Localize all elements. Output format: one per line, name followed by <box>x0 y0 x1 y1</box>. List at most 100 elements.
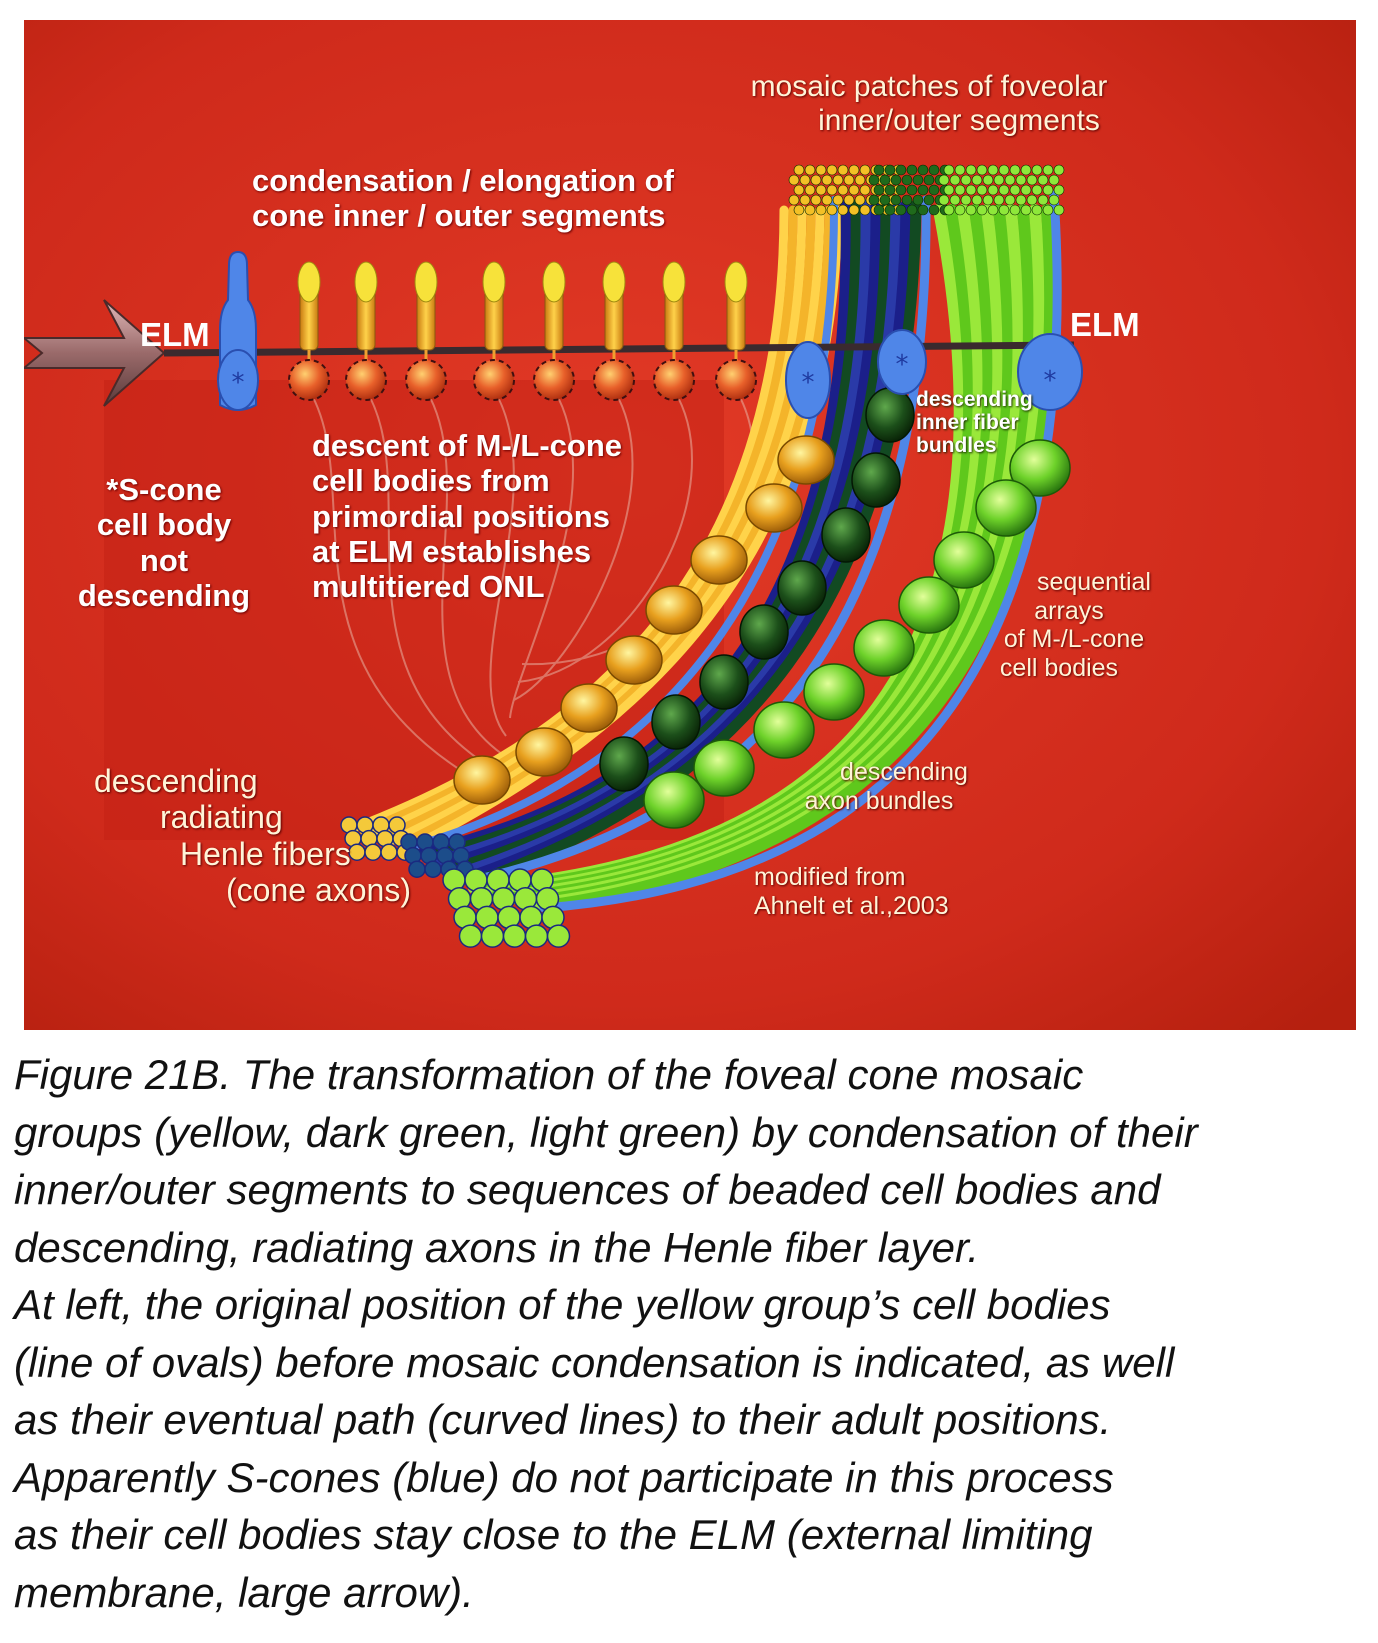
axon-end <box>458 924 483 948</box>
s-cones: **** <box>217 250 1083 419</box>
mosaic-segment-dot <box>971 174 983 186</box>
mosaic-segment-dot <box>848 184 860 196</box>
label-line: bundles <box>916 434 997 458</box>
mosaic-segment-dot <box>1053 184 1065 196</box>
mosaic-segment-dot <box>906 204 918 216</box>
light-green-cell-body <box>1009 439 1071 497</box>
cone-row <box>288 261 757 401</box>
mosaic-segment-dot <box>965 184 977 196</box>
diagram-artwork: **** <box>24 20 1356 1030</box>
cone-outer-segment <box>297 261 321 303</box>
mosaic-segment-dot <box>928 164 940 176</box>
mosaic-segment-dot <box>832 194 844 206</box>
dark-green-cell-body <box>865 387 915 443</box>
mosaic-segment-dot <box>815 204 827 216</box>
figure-caption: Figure 21B. The transformation of the fo… <box>14 1046 1368 1621</box>
mosaic-segment-dot <box>821 174 833 186</box>
dark-green-fiber <box>450 199 892 874</box>
mosaic-segment-dot <box>1053 204 1065 216</box>
mosaic-segment-dot <box>965 164 977 176</box>
s-cone-cell-body <box>217 349 259 411</box>
label-line: inner/outer segments <box>818 104 1100 138</box>
label-line: mosaic patches of foveolar <box>750 70 1108 103</box>
cone-cell-body-original <box>653 359 695 401</box>
cone-cell-body-original <box>715 359 757 401</box>
light-green-cell-body <box>898 576 960 634</box>
label-descent: descent of M-/L-cone cell bodies from pr… <box>312 428 672 605</box>
mosaic-segment-dot <box>793 204 805 216</box>
mosaic-segment-dot <box>804 164 816 176</box>
cone-cell-body-original <box>593 359 635 401</box>
caption-line: as their eventual path (curved lines) to… <box>14 1396 1112 1443</box>
yellow-cell-body <box>453 755 511 805</box>
caption-line: Figure 21B. The transformation of the fo… <box>14 1051 1084 1098</box>
s-cone-asterisk: * <box>896 350 909 380</box>
mosaic-segment-dot <box>1020 204 1032 216</box>
label-mosaic-patches: mosaic patches of foveolar inner/outer s… <box>704 70 1154 138</box>
mosaic-segment-dot <box>928 184 940 196</box>
label-line: descending <box>94 763 258 799</box>
mosaic-segment-dot <box>879 174 891 186</box>
label-line: cell bodies <box>999 653 1119 682</box>
mosaic-segment-dot <box>987 204 999 216</box>
cone-cell-body-original <box>405 359 447 401</box>
mosaic-segment-dot <box>938 194 950 206</box>
s-cone-cell-body <box>877 329 927 395</box>
yellow-cell-body <box>560 683 618 733</box>
label-line: arrays <box>1034 596 1104 625</box>
dark-green-cell-body <box>777 560 827 616</box>
mosaic-segment-dot <box>793 164 805 176</box>
cone-outer-segment <box>662 261 686 303</box>
yellow-cell-body <box>645 585 703 635</box>
caption-line: descending, radiating axons in the Henle… <box>14 1223 980 1271</box>
mosaic-segment-dot <box>890 194 902 206</box>
mosaic-segment-dot <box>895 184 907 196</box>
light-green-cell-body <box>753 701 815 759</box>
mosaic-segment-dot <box>906 164 918 176</box>
label-elm-left: ELM <box>140 316 210 353</box>
mosaic-segment-dot <box>949 174 961 186</box>
label-line: axon bundles <box>804 786 954 815</box>
mosaic-segment-dot <box>1020 184 1032 196</box>
cone-outer-segment <box>414 261 438 303</box>
dark-green-cell-body <box>851 452 901 508</box>
mosaic-segment-dot <box>965 204 977 216</box>
original-path-line <box>365 389 499 773</box>
label-line: descending <box>916 388 1033 411</box>
mosaic-segment-dot <box>987 164 999 176</box>
mosaic-segment-dot <box>854 174 866 186</box>
mosaic-segment-dot <box>1031 164 1043 176</box>
caption-line: as their cell bodies stay close to the E… <box>14 1511 1093 1558</box>
caption-line: (line of ovals) before mosaic condensati… <box>14 1338 1175 1386</box>
original-path-line <box>513 389 634 701</box>
label-line: descending <box>77 577 251 613</box>
mosaic-segment-dot <box>854 194 866 206</box>
mosaic-segment-dot <box>1026 194 1038 206</box>
mosaic-segment-dot <box>982 174 994 186</box>
dark-green-cell-body <box>651 694 701 750</box>
s-cone-asterisk: * <box>232 368 245 398</box>
mosaic-segment-dot <box>971 194 983 206</box>
mosaic-segment-dot <box>859 164 871 176</box>
mosaic-segment-dot <box>868 194 880 206</box>
label-sequential: sequential arrays of M-/L-cone cell bodi… <box>944 568 1174 682</box>
label-line: Henle fibers <box>180 835 351 872</box>
cone-cell-body-original <box>473 359 515 401</box>
mosaic-segment-dot <box>788 194 800 206</box>
label-line: (cone axons) <box>226 872 411 909</box>
cone-cell-body-original <box>288 359 330 401</box>
mosaic-segment-dot <box>793 184 805 196</box>
mosaic-segment-dot <box>938 174 950 186</box>
axon-end <box>524 924 549 948</box>
mosaic-segment-dot <box>1031 204 1043 216</box>
label-line: of M-/L-cone <box>1003 625 1145 653</box>
mosaic-segment-dot <box>943 184 955 196</box>
mosaic-segment-dot <box>890 174 902 186</box>
caption-line: groups (yellow, dark green, light green)… <box>14 1108 1198 1156</box>
mosaic-segment-dot <box>943 204 955 216</box>
mosaic-segment-dot <box>928 204 940 216</box>
mosaic-segment-dot <box>895 164 907 176</box>
yellow-cell-body <box>605 635 663 685</box>
mosaic-segment-dot <box>998 184 1010 196</box>
mosaic-segment-dot <box>1053 164 1065 176</box>
